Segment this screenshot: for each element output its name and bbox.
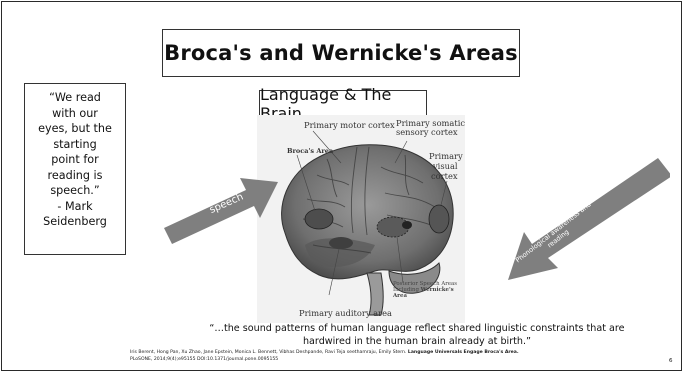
quote-line: starting <box>25 137 125 153</box>
subtitle-box: Language & The Brain <box>259 90 427 118</box>
label-primary-visual-line3: cortex <box>431 172 458 181</box>
label-brocas-area: Broca's Area <box>287 147 333 156</box>
speech-arrow <box>160 160 300 260</box>
label-primary-visual-line1: Primary <box>429 152 463 161</box>
title-box: Broca's and Wernicke's Areas <box>162 29 520 77</box>
bottom-quote-line2: hardwired in the human brain already at … <box>182 335 652 348</box>
bottom-quote-line1: “…the sound patterns of human language r… <box>182 322 652 335</box>
quote-line: point for <box>25 152 125 168</box>
citation-authors: Iris Berent, Hong Pan, Xu Zhao, Jane Eps… <box>130 350 406 355</box>
page-number: 6 <box>669 358 673 364</box>
quote-attribution: - Mark <box>25 199 125 215</box>
citation-title: Language Universals Engage Broca's Area. <box>408 350 519 355</box>
label-primary-somatic-line2: sensory cortex <box>396 128 458 137</box>
citation-line1: Iris Berent, Hong Pan, Xu Zhao, Jane Eps… <box>130 349 678 356</box>
label-posterior-wernicke: Wernicke's <box>421 287 454 293</box>
quote-author: Seidenberg <box>25 214 125 230</box>
quote-box: “We read with our eyes, but the starting… <box>24 83 126 255</box>
bottom-quote: “…the sound patterns of human language r… <box>182 322 652 348</box>
quote-line: speech.” <box>25 183 125 199</box>
label-primary-auditory-area: Primary auditory area <box>299 309 392 318</box>
quote-line: eyes, but the <box>25 121 125 137</box>
citation-line2: PLoSONE, 2014;9(4);e95155 DOI:10.1371/jo… <box>130 356 678 363</box>
quote-line: reading is <box>25 168 125 184</box>
slide-title: Broca's and Wernicke's Areas <box>164 41 518 65</box>
slide: Broca's and Wernicke's Areas Language & … <box>1 1 682 371</box>
quote-line: with our <box>25 106 125 122</box>
quote-line: “We read <box>25 90 125 106</box>
label-primary-visual-line2: visual <box>433 162 458 171</box>
label-primary-motor-cortex: Primary motor cortex <box>304 121 395 130</box>
citation: Iris Berent, Hong Pan, Xu Zhao, Jane Eps… <box>130 349 678 363</box>
label-posterior-line3: Area <box>393 293 407 299</box>
